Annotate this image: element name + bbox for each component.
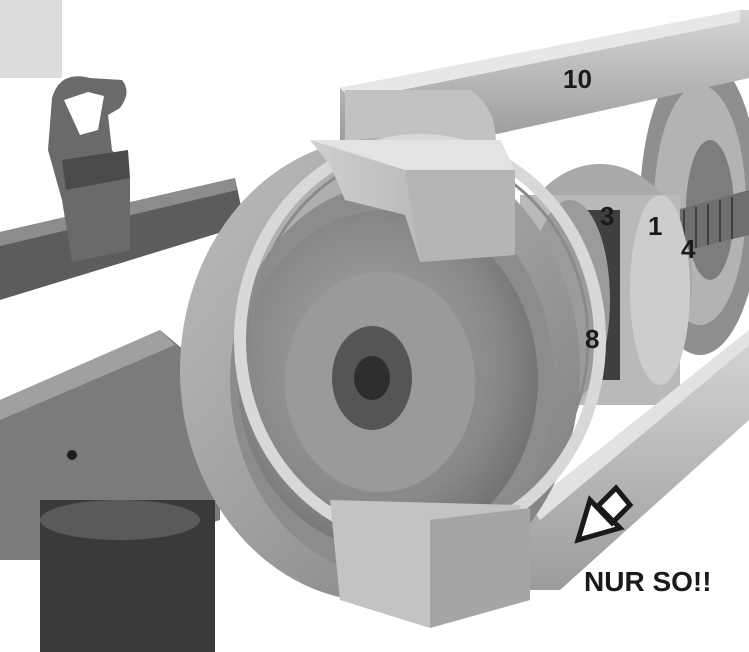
clamp-fork [48, 76, 130, 262]
part-label-1: 1 [648, 211, 663, 241]
part-label-10: 10 [563, 64, 592, 94]
corner-patch [0, 0, 62, 78]
warning-note: NUR SO!! [584, 566, 712, 597]
top-crossbar [340, 10, 749, 150]
part-label-8: 8 [585, 324, 600, 354]
part-label-4: 4 [681, 234, 696, 264]
part-label-3: 3 [600, 201, 615, 231]
yoke-top-block [310, 140, 515, 262]
base-block [0, 330, 220, 652]
pointer-arrow [574, 484, 634, 544]
yoke-bottom-block [330, 500, 530, 628]
